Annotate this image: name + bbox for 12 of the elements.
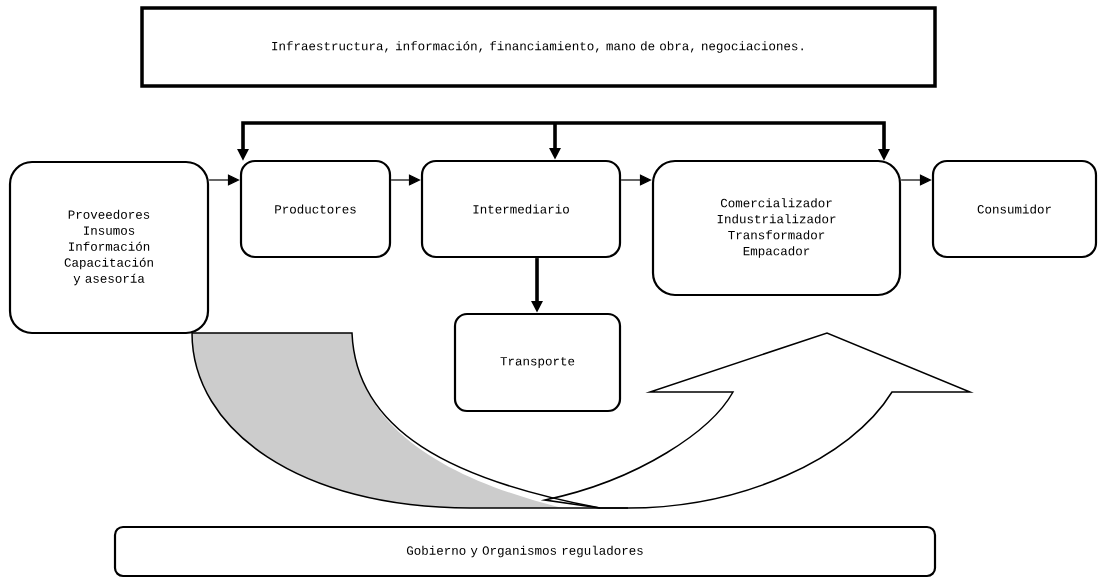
arrow bbox=[208, 174, 240, 186]
regulator-box: Gobierno y Organismos reguladores bbox=[113, 525, 937, 578]
process-box: Transporte bbox=[453, 312, 622, 413]
arrow bbox=[900, 174, 932, 186]
arrow bbox=[390, 174, 421, 186]
process-box: Comercializador Industrializador Transformador Empacador bbox=[651, 159, 902, 297]
process-box: Proveedores Insumos Información Capacitación y asesoría bbox=[8, 160, 210, 335]
note-box: Infraestructura, información, financiamiento, mano de obra, negociaciones. bbox=[140, 6, 937, 88]
process-box: Consumidor bbox=[931, 159, 1098, 259]
arrow bbox=[620, 174, 652, 186]
process-box: Productores bbox=[239, 159, 392, 259]
process-box: Intermediario bbox=[420, 159, 622, 259]
